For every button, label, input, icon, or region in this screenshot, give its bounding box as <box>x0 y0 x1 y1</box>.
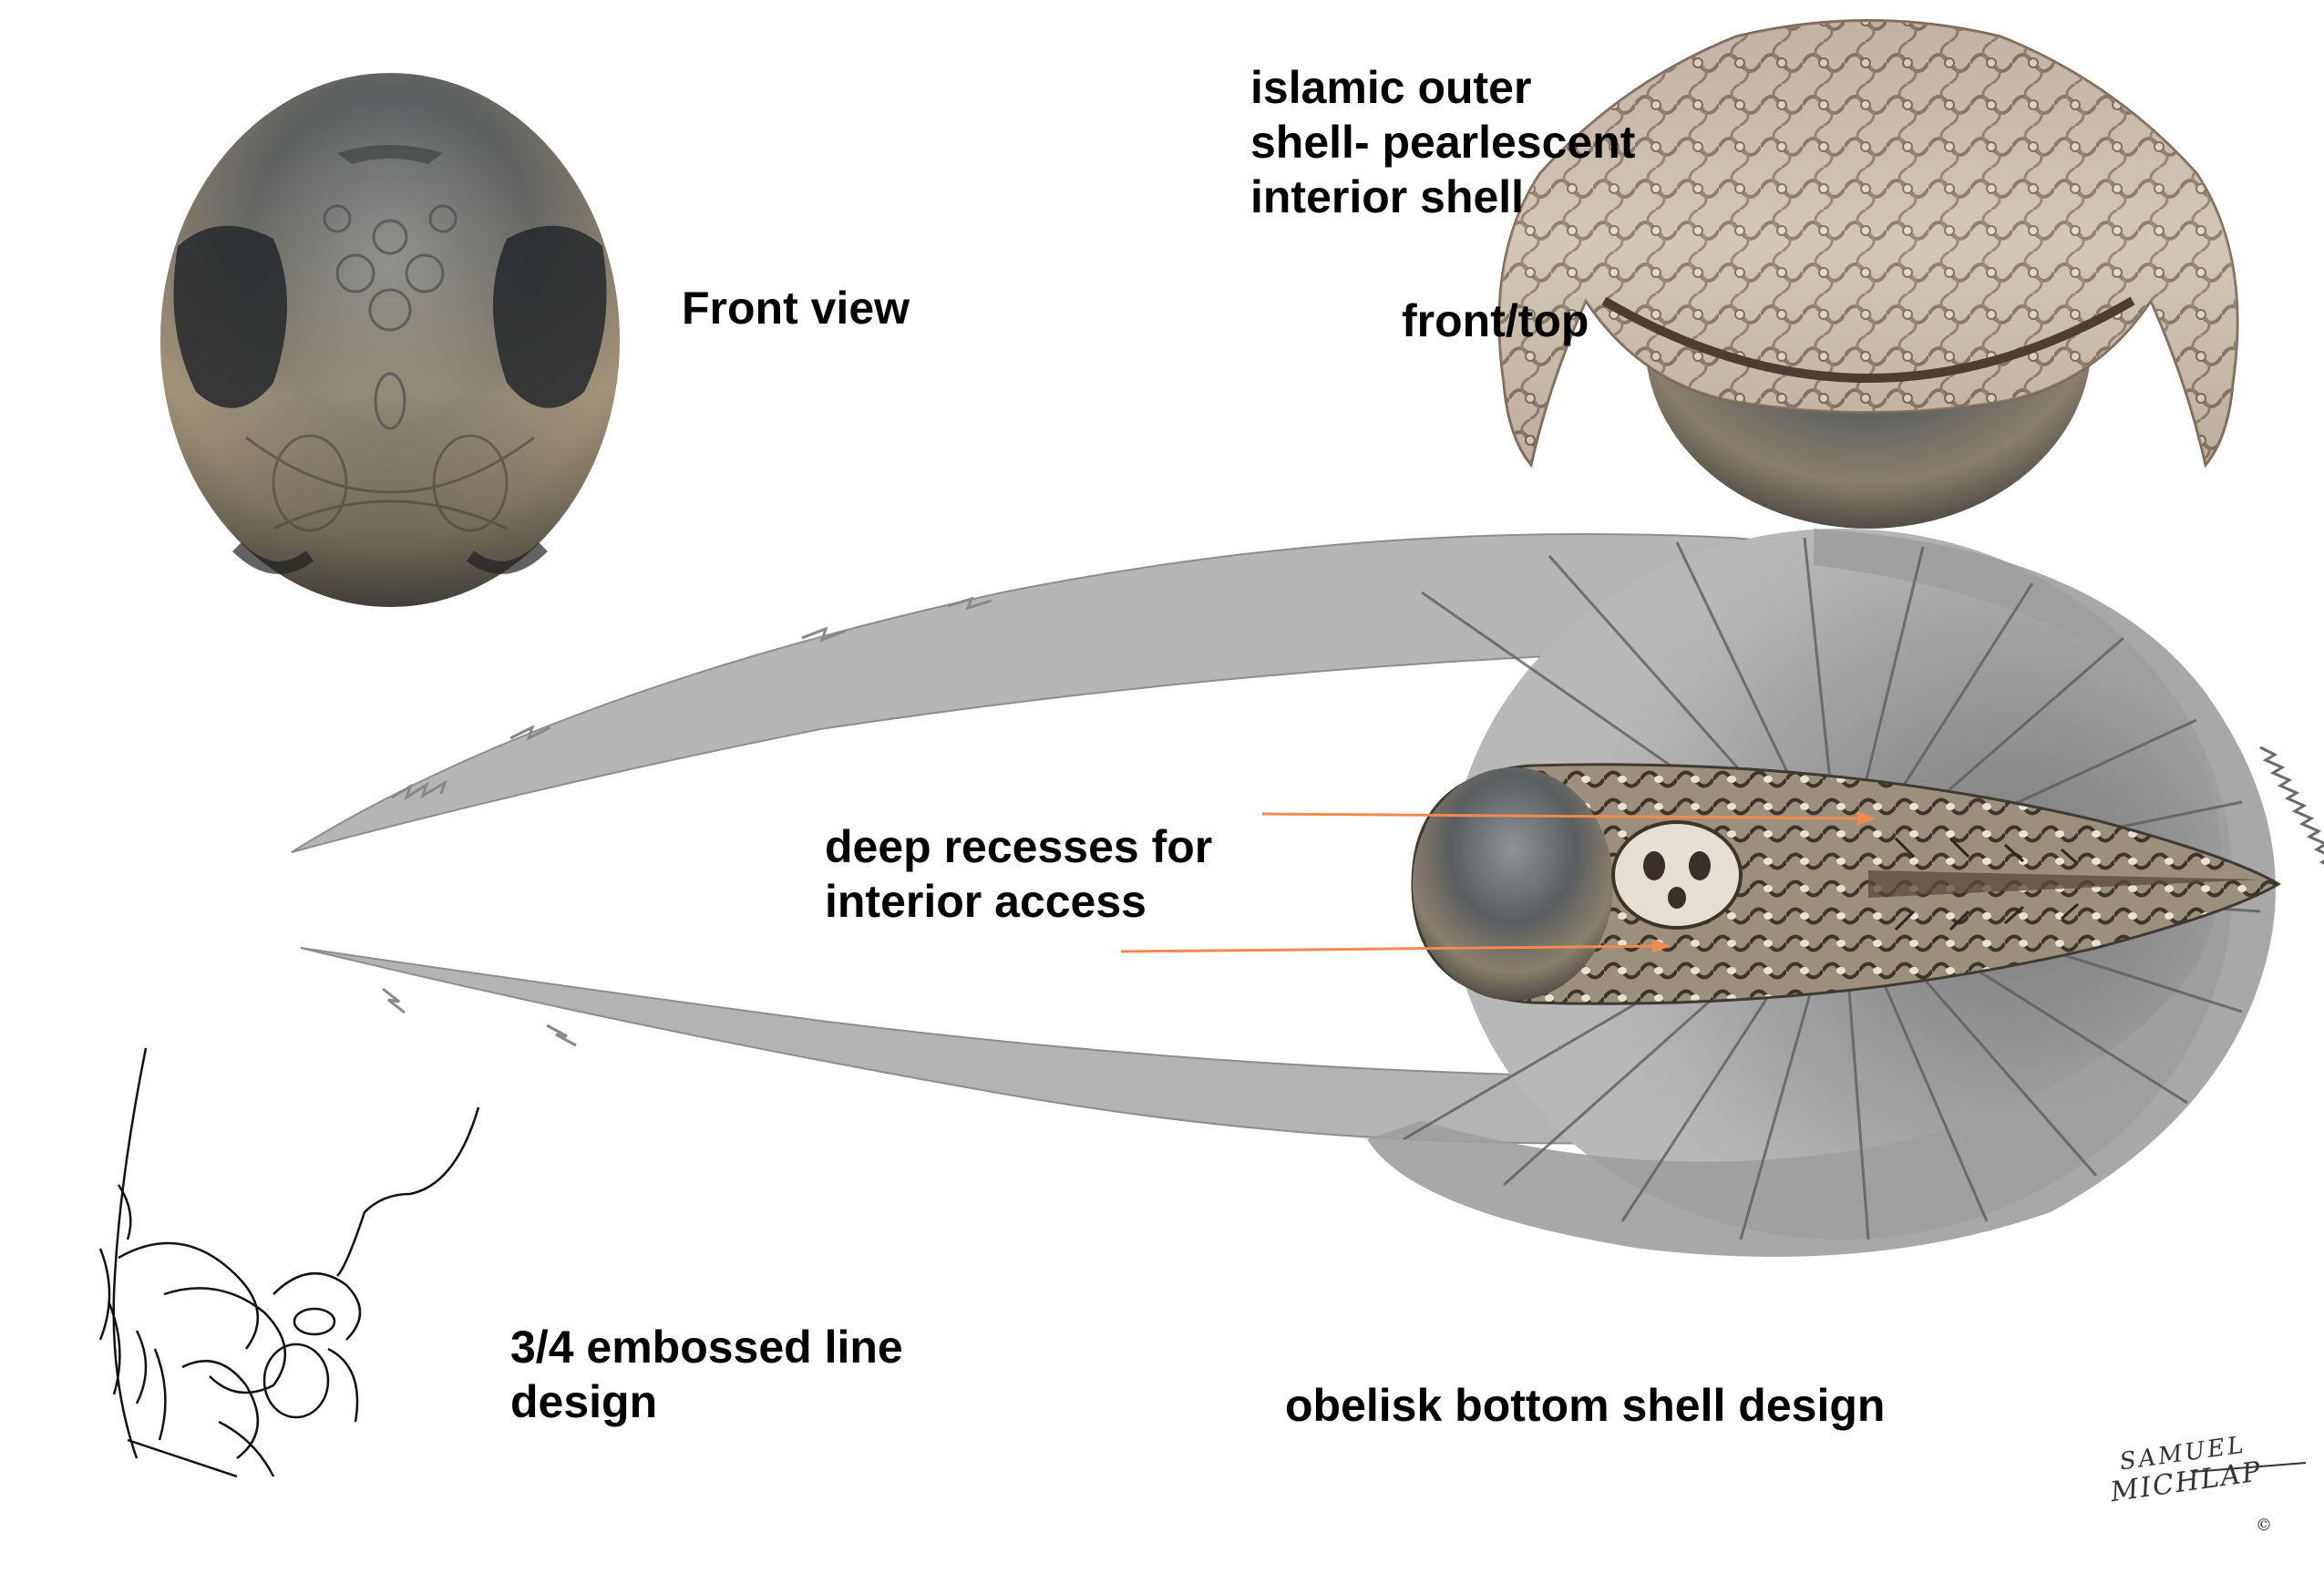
obelisk-caption: obelisk bottom shell design <box>1285 1380 1886 1431</box>
recess-pointer-lines <box>1120 811 1876 953</box>
recesses-caption-line-1: deep recesses for <box>825 821 1213 872</box>
signature-underline <box>2191 1462 2307 1473</box>
artist-signature: SAMUEL MICHLAP © <box>2109 1431 2310 1545</box>
islamic-shell-caption-line-2: shell- pearlescent <box>1250 117 1636 168</box>
islamic-shell-caption-line-1: islamic outer <box>1250 62 1532 113</box>
islamic-shell-image <box>1497 19 2239 529</box>
recesses-caption-line-2: interior access <box>825 876 1147 927</box>
embossed-caption-line-1: 3/4 embossed line <box>510 1322 903 1373</box>
islamic-shell-caption-line-3: interior shell <box>1250 171 1525 222</box>
front-view-shell-image <box>160 73 620 607</box>
front-view-label: Front view <box>682 283 910 334</box>
signature-copyright: © <box>2256 1516 2272 1535</box>
embossed-line-sketch <box>98 1047 480 1478</box>
obelisk-shell-image <box>291 529 2324 1257</box>
embossed-caption-line-2: design <box>510 1376 658 1427</box>
front-top-label: front/top <box>1402 295 1589 346</box>
